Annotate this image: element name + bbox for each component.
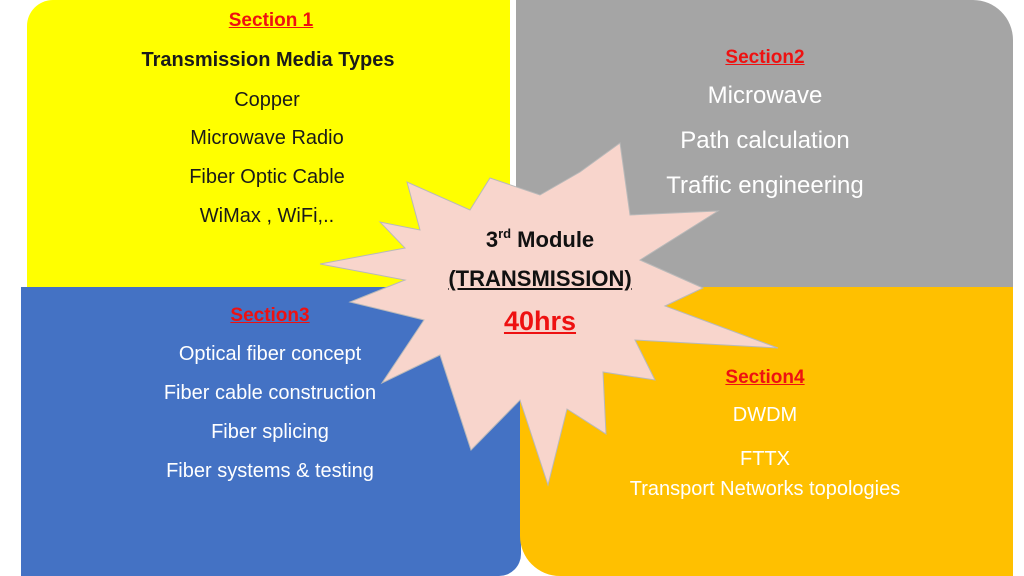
section1-item: Fiber Optic Cable [189, 166, 345, 188]
section1-item: WiMax , WiFi,.. [199, 205, 335, 227]
section4-item: Transport Networks topologies [629, 478, 901, 500]
module-word: Module [511, 227, 595, 252]
section2-item: Microwave [707, 82, 823, 109]
section3-item: Fiber cable construction [163, 382, 377, 404]
module-label: 3rd Module [486, 226, 594, 253]
section4-heading: Section4 [725, 367, 805, 388]
section4-item: DWDM [732, 404, 798, 426]
section3-item: Fiber systems & testing [166, 460, 374, 482]
section1-item: Copper [234, 89, 300, 111]
section3-heading: Section3 [230, 305, 310, 326]
section3-item: Optical fiber concept [178, 343, 362, 365]
section1-item: Microwave Radio [190, 127, 344, 149]
section3-item: Fiber splicing [211, 421, 329, 443]
module-ordinal: rd [498, 226, 512, 241]
section4-item: FTTX [740, 448, 790, 470]
module-number: 3 [485, 227, 499, 252]
section1-heading: Section 1 [228, 10, 314, 31]
section2-item: Traffic engineering [666, 172, 864, 199]
section2-heading: Section2 [725, 47, 805, 68]
section2-item: Path calculation [680, 127, 850, 154]
section1-title: Transmission Media Types [141, 49, 395, 71]
module-hours: 40hrs [503, 306, 577, 336]
starburst-polygon [319, 142, 779, 487]
module-title: (TRANSMISSION) [448, 266, 632, 291]
